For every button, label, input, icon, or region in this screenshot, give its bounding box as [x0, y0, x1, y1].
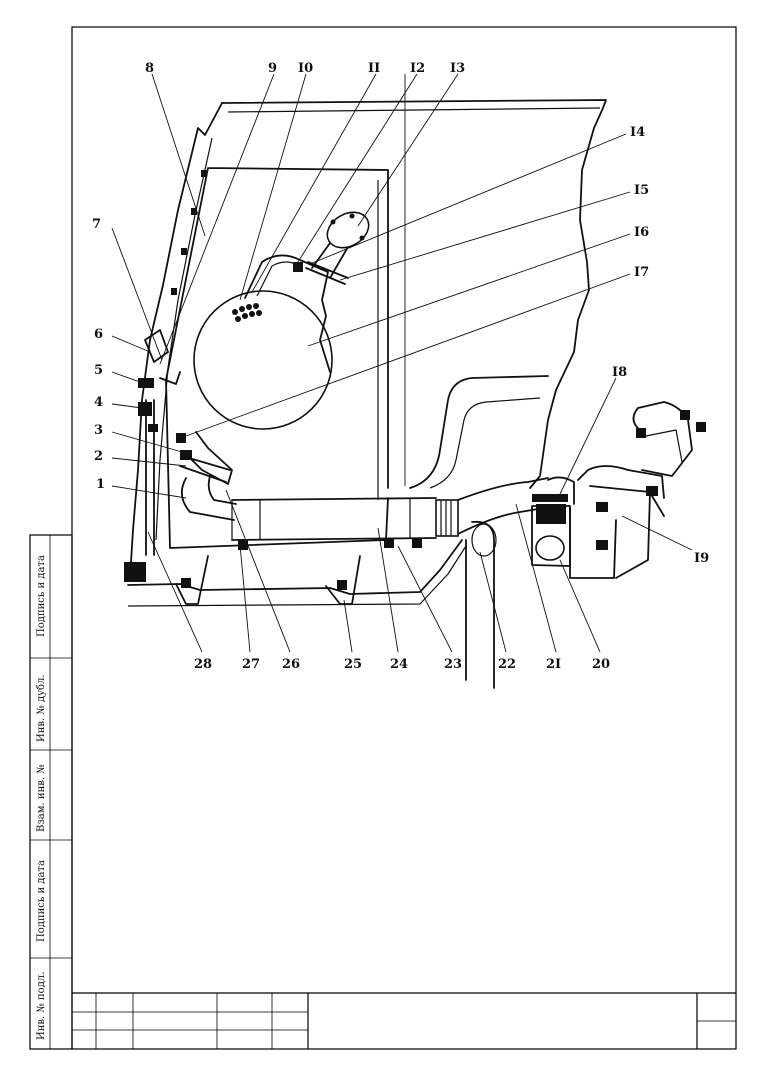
horizontal-exhaust-pipe — [231, 497, 437, 541]
muffler-vent — [232, 303, 262, 322]
hood-front-edge — [130, 102, 223, 563]
callout-20: 20 — [592, 657, 610, 672]
callout-14: I4 — [630, 125, 645, 140]
callout-24: 24 — [390, 657, 408, 672]
callout-12: I2 — [410, 61, 425, 76]
side-stamp-column: Подпись и дата Инв. № дубл. Взам. инв. №… — [29, 534, 73, 1050]
vertical-drain-pipe — [145, 399, 155, 556]
title-block — [72, 992, 736, 1049]
muffler-body — [193, 290, 333, 430]
hood-inner-edge — [155, 137, 213, 541]
hood-top-double-edge — [227, 107, 601, 113]
stamp-signature-date-top: Подпись и дата — [36, 555, 47, 637]
callout-23: 23 — [444, 657, 462, 672]
callout-26: 26 — [282, 657, 300, 672]
callout-15: I5 — [634, 183, 649, 198]
leader-lines — [111, 73, 693, 653]
callout-7: 7 — [92, 217, 101, 232]
muffler-outlet-duct — [244, 254, 331, 373]
hood-hinges — [171, 170, 207, 295]
flex-joint — [435, 499, 459, 537]
stamp-original-inv-no: Инв. № подл. — [36, 972, 47, 1040]
stamp-signature-date-bottom: Подпись и дата — [36, 860, 47, 942]
callout-22: 22 — [498, 657, 516, 672]
callout-13: I3 — [450, 61, 465, 76]
callout-8: 8 — [145, 61, 154, 76]
rising-pipe — [457, 477, 549, 535]
callout-10: I0 — [298, 61, 313, 76]
callout-16: I6 — [634, 225, 649, 240]
callout-17: I7 — [634, 265, 649, 280]
callout-21: 2I — [546, 657, 561, 672]
inner-panel — [165, 167, 389, 549]
callout-28: 28 — [194, 657, 212, 672]
exhaust-system-illustration: 8 9 I0 II I2 I3 I4 I5 I6 I7 I8 I9 7 6 5 … — [92, 61, 709, 689]
callout-5: 5 — [94, 363, 103, 378]
stamp-replace-inv-no: Взам. инв. № — [36, 764, 47, 832]
stamp-dup-inv-no: Инв. № дубл. — [36, 674, 47, 742]
callout-3: 3 — [94, 423, 103, 438]
callout-19: I9 — [694, 551, 709, 566]
callout-25: 25 — [344, 657, 362, 672]
callout-9: 9 — [268, 61, 277, 76]
turbocharger-assembly — [531, 401, 706, 579]
callout-6: 6 — [94, 327, 103, 342]
callout-1: 1 — [96, 477, 105, 492]
callout-11: II — [368, 61, 380, 76]
callout-2: 2 — [94, 449, 103, 464]
downpipe — [465, 520, 495, 689]
body-shell-outline — [221, 99, 607, 489]
callout-27: 27 — [242, 657, 260, 672]
outlet-flange — [326, 211, 370, 249]
callout-4: 4 — [94, 395, 103, 410]
wheel-arch — [409, 375, 549, 489]
callout-18: I8 — [612, 365, 627, 380]
callout-labels: 8 9 I0 II I2 I3 I4 I5 I6 I7 I8 I9 7 6 5 … — [92, 61, 709, 672]
outlet-clamp — [305, 261, 349, 285]
